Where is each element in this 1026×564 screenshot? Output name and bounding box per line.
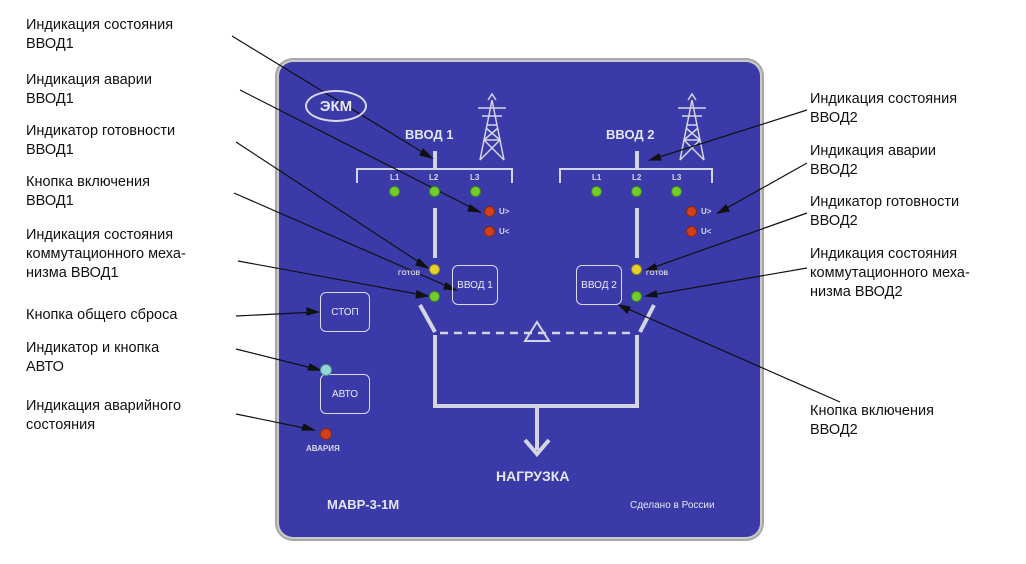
- pointer-button-input1: [233, 192, 457, 291]
- phase-label-l2-input1: L2: [429, 173, 439, 182]
- input2-button[interactable]: ВВОД 2: [576, 265, 622, 305]
- led-undervoltage-input1: [484, 226, 495, 237]
- pointer-reset: [235, 311, 319, 317]
- label-overvoltage-input1: U>: [499, 207, 510, 216]
- pointer-switch-input2: [645, 267, 808, 297]
- load-arrow: [523, 438, 551, 458]
- callout-button-input2: Кнопка включения ВВОД2: [810, 403, 934, 438]
- led-undervoltage-input2: [686, 226, 697, 237]
- auto-button[interactable]: АВТО: [320, 374, 370, 414]
- made-in-label: Сделано в России: [630, 500, 715, 511]
- phase-label-l3-input2: L3: [672, 173, 682, 182]
- pointer-button-input2: [618, 304, 841, 403]
- led-l2-input2: [631, 186, 642, 197]
- led-ready-input2: [631, 264, 642, 275]
- stop-button[interactable]: СТОП: [320, 292, 370, 332]
- pointer-ready-input1: [235, 141, 429, 269]
- input2-title: ВВОД 2: [606, 127, 655, 142]
- pointer-state-input2: [649, 109, 808, 161]
- device-front-panel: [279, 62, 760, 537]
- load-bus: [433, 335, 639, 408]
- led-l3-input1: [470, 186, 481, 197]
- phase-label-l3-input1: L3: [470, 173, 480, 182]
- phase-label-l1-input2: L1: [592, 173, 602, 182]
- callout-alarm-input1: Индикация аварии ВВОД1: [26, 72, 152, 107]
- led-auto: [320, 364, 332, 376]
- callout-state-input2: Индикация состояния ВВОД2: [810, 91, 958, 126]
- pointer-ready-input2: [645, 212, 808, 271]
- pointer-switch-input1: [237, 260, 429, 297]
- callout-reset-button: Кнопка общего сброса: [26, 307, 178, 323]
- led-l3-input2: [671, 186, 682, 197]
- callout-alarm-state: Индикация аварийного состояния: [26, 398, 182, 433]
- phase-label-l2-input2: L2: [632, 173, 642, 182]
- led-l2-input1: [429, 186, 440, 197]
- led-ready-input1: [429, 264, 440, 275]
- led-l1-input2: [591, 186, 602, 197]
- led-l1-input1: [389, 186, 400, 197]
- led-overvoltage-input2: [686, 206, 697, 217]
- switch-blade-input2: [638, 304, 656, 333]
- label-undervoltage-input1: U<: [499, 227, 510, 236]
- callout-alarm-input2: Индикация аварии ВВОД2: [810, 143, 936, 178]
- phase-label-l1-input1: L1: [390, 173, 400, 182]
- callout-ready-input1: Индикатор готовности ВВОД1: [26, 123, 176, 158]
- callout-auto: Индикатор и кнопка АВТО: [26, 340, 160, 375]
- label-ready-input1: ГОТОВ: [398, 270, 421, 277]
- ekm-logo: ЭКМ: [305, 90, 367, 122]
- label-ready-input2: ГОТОВ: [646, 270, 669, 277]
- switch-blade-input1: [418, 304, 437, 333]
- label-alarm: АВАРИЯ: [306, 444, 340, 453]
- load-label: НАГРУЗКА: [496, 468, 570, 484]
- input1-title: ВВОД 1: [405, 127, 454, 142]
- led-switch-state-input1: [429, 291, 440, 302]
- callout-switch-state-input2: Индикация состояния коммутационного меха…: [810, 246, 970, 300]
- label-undervoltage-input2: U<: [701, 227, 712, 236]
- interlock-triangle: [523, 320, 551, 342]
- pointer-auto: [235, 348, 321, 371]
- power-tower-icon-1: [478, 92, 506, 161]
- callout-button-input1: Кнопка включения ВВОД1: [26, 174, 150, 209]
- led-overvoltage-input1: [484, 206, 495, 217]
- callout-switch-state-input1: Индикация состояния коммутационного меха…: [26, 227, 186, 281]
- led-switch-state-input2: [631, 291, 642, 302]
- callout-state-input1: Индикация состояния ВВОД1: [26, 17, 174, 52]
- callout-ready-input2: Индикатор готовности ВВОД2: [810, 194, 960, 229]
- power-tower-icon-2: [678, 92, 706, 161]
- model-label: МАВР-3-1М: [327, 497, 400, 512]
- pointer-alarm-input1: [239, 89, 481, 213]
- pointer-alarm-input2: [717, 162, 808, 214]
- input1-button[interactable]: ВВОД 1: [452, 265, 498, 305]
- led-alarm: [320, 428, 332, 440]
- label-overvoltage-input2: U>: [701, 207, 712, 216]
- pointer-alarm-state: [235, 413, 315, 431]
